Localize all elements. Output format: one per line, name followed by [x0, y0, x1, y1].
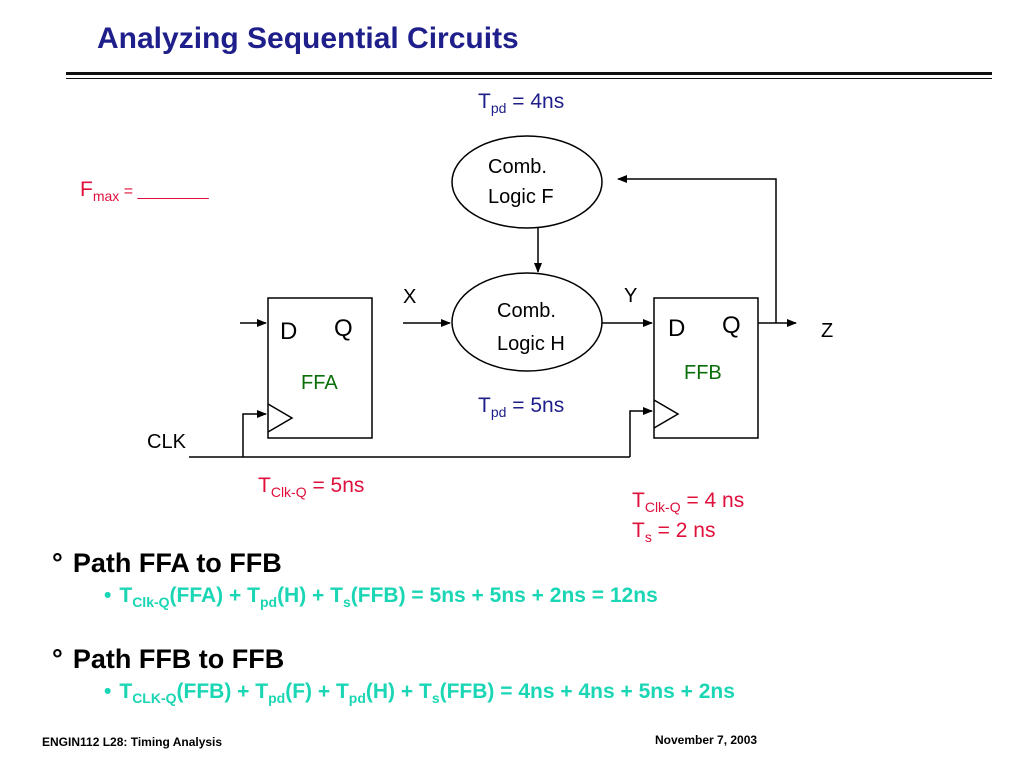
ffb-tclkq-label: TClk-Q = 4 ns — [632, 489, 744, 515]
formula-text: T — [119, 584, 133, 607]
title-rule-thin — [66, 78, 992, 79]
tpd-f-label: Tpd = 4ns — [478, 90, 564, 116]
slide-title: Analyzing Sequential Circuits — [97, 22, 519, 55]
bullet-heading-2: °Path FFB to FFB — [52, 644, 285, 674]
title-rule-thick — [66, 72, 992, 75]
fmax-label: Fmax = ________ — [80, 178, 210, 204]
circuit-diagram: Tpd = 4ns Comb. Logic F Comb. Logic H Tp… — [80, 90, 833, 545]
formula-text: (FFB) = 5ns + 5ns + 2ns = 12ns — [350, 584, 658, 607]
clk-label: CLK — [147, 431, 187, 453]
formula-text: T — [119, 680, 133, 703]
signal-y-label: Y — [624, 285, 637, 307]
tpd-h-label: Tpd = 5ns — [478, 394, 564, 420]
formula-subscript: s — [342, 594, 351, 611]
formula-subscript: s — [431, 690, 440, 707]
ffa-name: FFA — [301, 372, 338, 394]
formula-subscript: CLK-Q — [132, 690, 177, 707]
wire-feedback-to-f — [617, 175, 777, 323]
formula-text: (F) + T — [285, 680, 349, 703]
ffb-clock-triangle — [653, 399, 680, 429]
comb-logic-f-line1: Comb. — [488, 156, 547, 178]
formula-subscript: pd — [268, 690, 286, 707]
signal-z-label: Z — [821, 320, 833, 342]
footer-course: ENGIN112 L28: Timing Analysis — [42, 735, 223, 749]
footer-date: November 7, 2003 — [655, 733, 758, 747]
clk-wire-ffa — [242, 410, 267, 457]
ffa-tclkq-label: TClk-Q = 5ns — [258, 474, 364, 500]
formula-subscript: pd — [348, 690, 366, 707]
formula-text: (FFA) + T — [169, 584, 260, 607]
ffa-q-pin: Q — [334, 315, 353, 342]
bullet-heading-1: °Path FFA to FFB — [52, 548, 282, 578]
comb-logic-h-line1: Comb. — [497, 300, 556, 322]
formula-text: (FFB) = 4ns + 4ns + 5ns + 2ns — [439, 680, 735, 703]
comb-logic-f-line2: Logic F — [488, 186, 554, 208]
formula-text: (H) + T — [277, 584, 343, 607]
ffa-clock-triangle — [267, 403, 294, 433]
comb-logic-h-block — [451, 272, 603, 372]
formula-text: (H) + T — [365, 680, 432, 703]
ffb-name: FFB — [684, 362, 722, 384]
ffb-q-pin: Q — [722, 312, 741, 339]
formula-text: (FFB) + T — [176, 680, 269, 703]
comb-logic-h-line2: Logic H — [497, 333, 565, 355]
ffa-d-pin: D — [280, 318, 297, 345]
comb-logic-f-block — [451, 135, 603, 229]
formula-subscript: Clk-Q — [132, 594, 170, 611]
ffb-block — [653, 297, 759, 439]
formula-subscript: pd — [259, 594, 278, 611]
bullet-formula-1: •TClk-Q(FFA) + Tpd(H) + Ts(FFB) = 5ns + … — [104, 584, 658, 611]
bullet-formula-2: •TCLK-Q(FFB) + Tpd(F) + Tpd(H) + Ts(FFB)… — [104, 680, 735, 707]
clk-wire-ffb — [629, 407, 653, 457]
signal-x-label: X — [403, 286, 416, 308]
ffb-d-pin: D — [668, 315, 685, 342]
ffb-ts-label: Ts = 2 ns — [632, 519, 715, 545]
